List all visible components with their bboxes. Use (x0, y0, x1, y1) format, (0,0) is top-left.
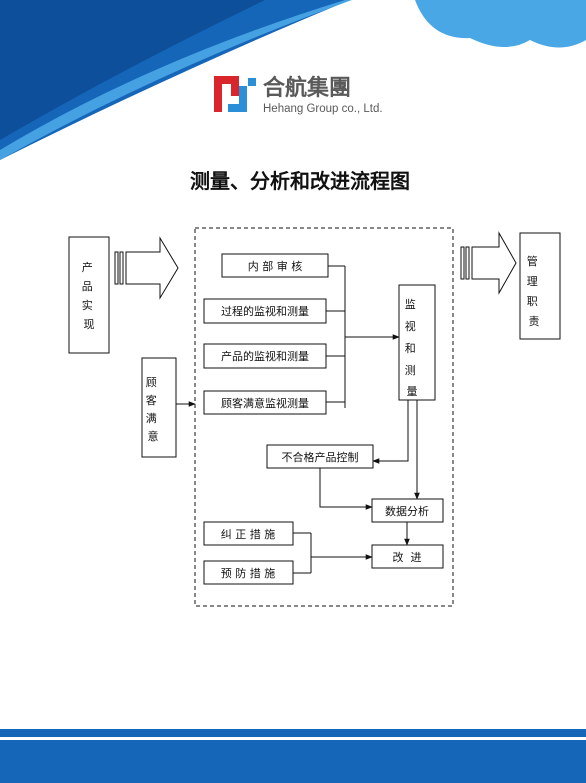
char: 产 (82, 260, 93, 274)
char: 管 (527, 254, 538, 268)
process-boundary (194, 227, 454, 607)
node-nonconforming-control: 不合格产品控制 (266, 444, 374, 469)
char: 品 (82, 280, 93, 293)
page-title: 测量、分析和改进流程图 (190, 169, 410, 193)
char: 客 (146, 393, 157, 407)
node-monitor-measure: 监 视 和 测 量 (398, 284, 436, 401)
char: 现 (84, 318, 95, 331)
node-process-monitoring: 过程的监视和测量 (203, 298, 327, 324)
node-corrective-action: 纠 正 措 施 (203, 521, 294, 546)
node-label: 过程的监视和测量 (221, 304, 309, 318)
connector-bracket (326, 265, 400, 408)
char: 量 (407, 385, 418, 398)
block-arrow-left-icon (114, 236, 179, 300)
connector (372, 400, 409, 464)
node-label: 顾 客 满 意 (146, 376, 161, 443)
logo-english-name: Hehang Group co., Ltd. (263, 103, 383, 115)
node-label: 管 理 职 责 (527, 254, 542, 328)
footer-banner (0, 729, 586, 783)
node-customer-monitoring: 顾客满意监视测量 (203, 390, 327, 415)
node-improvement: 改 进 (371, 544, 444, 569)
connector (319, 468, 373, 510)
char: 顾 (146, 376, 157, 389)
node-data-analysis: 数据分析 (371, 498, 444, 523)
node-label: 顾客满意监视测量 (221, 396, 309, 410)
char: 监 (405, 298, 416, 311)
node-label: 监 视 和 测 量 (405, 298, 420, 398)
node-product-monitoring: 产品的监视和测量 (203, 343, 327, 369)
char: 满 (146, 412, 157, 425)
node-label: 纠 正 措 施 (221, 527, 276, 541)
node-label: 改 进 (393, 550, 422, 564)
char: 测 (405, 364, 416, 377)
node-label: 数据分析 (385, 504, 429, 518)
char: 责 (529, 315, 540, 328)
char: 视 (405, 319, 416, 333)
char: 意 (148, 429, 159, 443)
logo-chinese-name: 合航集團 (263, 75, 351, 101)
node-internal-audit: 内 部 审 核 (221, 253, 329, 278)
company-logo: 合航集團 Hehang Group co., Ltd. (214, 75, 383, 115)
node-preventive-action: 预 防 措 施 (203, 560, 294, 585)
node-label: 内 部 审 核 (248, 259, 303, 273)
char: 和 (405, 342, 416, 355)
logo-mark-icon (214, 76, 256, 112)
header-banner (0, 0, 586, 160)
char: 实 (82, 298, 93, 312)
char: 理 (527, 275, 538, 288)
node-customer-satisfaction: 顾 客 满 意 (141, 357, 177, 458)
block-arrow-right-icon (460, 231, 517, 295)
node-label: 预 防 措 施 (221, 566, 276, 580)
node-product-realization: 产 品 实 现 (68, 236, 110, 354)
node-label: 产 品 实 现 (82, 260, 97, 331)
node-label: 不合格产品控制 (282, 450, 359, 464)
char: 职 (527, 295, 538, 308)
node-management-duty: 管 理 职 责 (519, 232, 561, 340)
connector-bracket (293, 532, 373, 574)
node-label: 产品的监视和测量 (221, 349, 309, 363)
